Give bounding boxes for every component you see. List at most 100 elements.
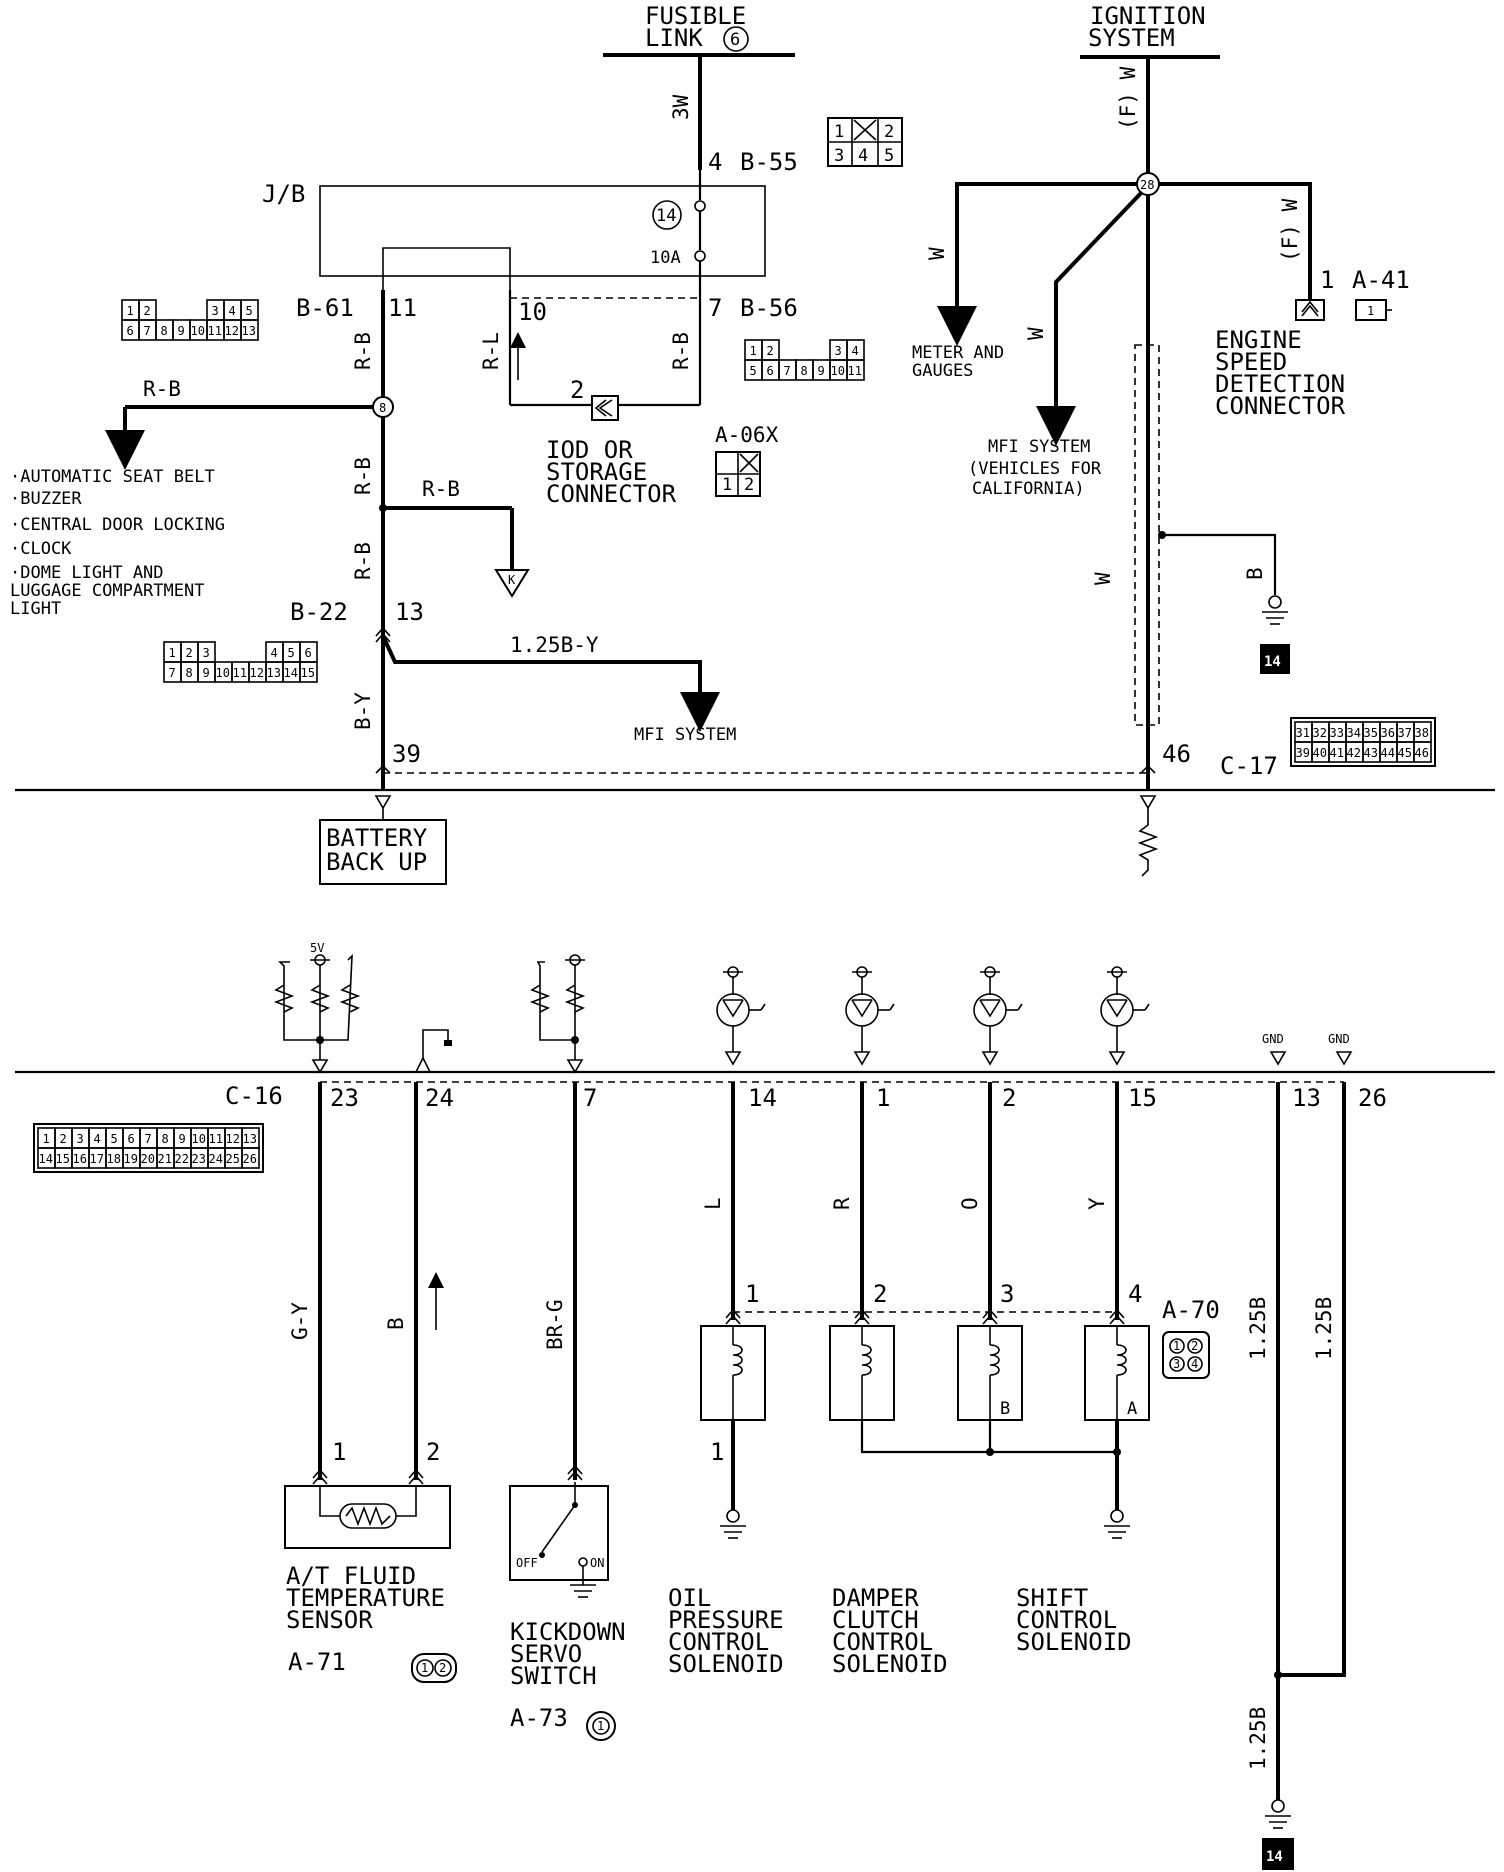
svg-text:1: 1 — [750, 344, 757, 358]
ground-symbol-icon — [720, 1509, 746, 1539]
svg-text:4: 4 — [229, 304, 236, 318]
svg-text:23: 23 — [192, 1152, 206, 1166]
fusible-link-label: FUSIBLE LINK 6 — [603, 2, 795, 57]
svg-text:2: 2 — [744, 475, 754, 495]
wire-label-3w: 3W — [669, 94, 693, 120]
svg-text:7: 7 — [784, 364, 791, 378]
pin-c16-13: 13 — [1292, 1084, 1321, 1112]
svg-text:STORAGE: STORAGE — [546, 458, 647, 486]
pin-a71-2: 2 — [426, 1438, 440, 1466]
svg-text:5: 5 — [246, 304, 253, 318]
svg-text:SENSOR: SENSOR — [286, 1606, 373, 1634]
svg-text:32: 32 — [1313, 726, 1327, 740]
svg-text:34: 34 — [1347, 726, 1361, 740]
meter-gauges-label: METER AND GAUGES — [912, 343, 1004, 381]
svg-text:ENGINE: ENGINE — [1215, 326, 1302, 354]
ground-symbol-icon — [1265, 1799, 1291, 1829]
svg-text:2: 2 — [60, 1132, 67, 1146]
svg-text:FUSIBLE: FUSIBLE — [645, 2, 746, 30]
pin-c17-46: 46 — [1162, 740, 1191, 768]
connector-a41-face: 1 — [1355, 299, 1392, 321]
svg-text:11: 11 — [848, 364, 862, 378]
svg-text:13: 13 — [242, 324, 256, 338]
svg-text:·AUTOMATIC SEAT BELT: ·AUTOMATIC SEAT BELT — [10, 467, 215, 487]
svg-text:46: 46 — [1415, 746, 1429, 760]
svg-text:9: 9 — [178, 324, 185, 338]
pin-a70-2: 2 — [873, 1280, 887, 1308]
mfi-california-label: MFI SYSTEM (VEHICLES FOR CALIFORNIA) — [968, 437, 1102, 499]
svg-text:31: 31 — [1296, 726, 1310, 740]
connector-a41-label: A-41 — [1352, 266, 1410, 294]
pin-a41-1: 1 — [1320, 266, 1334, 294]
svg-text:1: 1 — [421, 1661, 428, 1675]
wire-label-125by: 1.25B-Y — [510, 633, 599, 657]
wire-label-rl: R-L — [479, 332, 503, 370]
svg-text:KICKDOWN: KICKDOWN — [510, 1618, 626, 1646]
svg-text:10: 10 — [191, 324, 205, 338]
connector-b22-label: B-22 — [290, 598, 348, 626]
svg-text:1: 1 — [127, 304, 134, 318]
svg-text:5: 5 — [288, 646, 295, 660]
svg-text:14: 14 — [1266, 1849, 1283, 1865]
solenoid-coil-icon: A — [1084, 1308, 1150, 1421]
svg-text:1: 1 — [1173, 1339, 1180, 1353]
fuse-rating: 10A — [650, 248, 681, 268]
connector-a70-face: 1 2 3 4 — [1162, 1331, 1210, 1379]
pin-iod-2: 2 — [570, 376, 584, 404]
wire-label-125b-13: 1.25B — [1246, 1297, 1270, 1360]
gnd-label-26: GND — [1328, 1032, 1353, 1066]
connector-a71-face: 1 2 — [411, 1653, 457, 1683]
svg-text:CLUTCH: CLUTCH — [832, 1606, 919, 1634]
svg-text:1: 1 — [43, 1132, 50, 1146]
ground-symbol-icon — [1262, 595, 1288, 625]
connector-a71-label: A-71 — [288, 1648, 346, 1676]
wire-label-w-shield: W — [1091, 572, 1115, 585]
pin-c16-26: 26 — [1358, 1084, 1387, 1112]
driver-transistor-icon — [1100, 966, 1150, 1066]
svg-text:4: 4 — [852, 344, 859, 358]
pin-b56-7: 7 — [708, 294, 722, 322]
wire-w-meter — [955, 182, 1137, 320]
connector-b55-face: 1 2 3 4 5 — [827, 117, 903, 167]
wire-label-b-shield: B — [1243, 567, 1267, 580]
ground-k-icon — [494, 569, 530, 598]
pin-c16-24: 24 — [425, 1084, 454, 1112]
ground-symbol-icon — [1104, 1509, 1130, 1539]
battery-label-1: BATTERY — [326, 824, 428, 852]
engine-speed-connector-label: ENGINE SPEED DETECTION CONNECTOR — [1215, 326, 1346, 420]
svg-text:42: 42 — [1347, 746, 1361, 760]
fusible-link-number-icon — [723, 26, 749, 52]
junction-block — [319, 185, 766, 277]
wire-label-fw-a41: (F) W — [1278, 198, 1302, 262]
svg-text:4: 4 — [1191, 1357, 1198, 1371]
svg-text:LUGGAGE COMPARTMENT: LUGGAGE COMPARTMENT — [10, 581, 204, 601]
svg-text:25: 25 — [226, 1152, 240, 1166]
pin-c16-2: 2 — [1002, 1084, 1016, 1112]
solenoid-coil-icon — [700, 1308, 766, 1421]
pin-c17-39: 39 — [392, 740, 421, 768]
wire-label-l: L — [701, 1197, 725, 1210]
connector-a73-face: 1 — [586, 1711, 616, 1741]
svg-text:2: 2 — [186, 646, 193, 660]
svg-text:9: 9 — [179, 1132, 186, 1146]
svg-text:6: 6 — [305, 646, 312, 660]
svg-text:1: 1 — [169, 646, 176, 660]
connector-a06x-face: 1 2 — [715, 451, 761, 497]
svg-text:SWITCH: SWITCH — [510, 1662, 597, 1690]
svg-text:GND: GND — [1328, 1032, 1350, 1046]
svg-text:33: 33 — [1330, 726, 1344, 740]
wire-label-rb-1: R-B — [351, 332, 375, 370]
pin-b56-10: 10 — [518, 298, 547, 326]
at-fluid-internal-circuit: 5V — [273, 941, 361, 1060]
svg-text:·DOME LIGHT AND: ·DOME LIGHT AND — [10, 563, 164, 583]
svg-text:12: 12 — [225, 324, 239, 338]
ecu-ground-internal — [422, 1029, 449, 1058]
svg-text:1: 1 — [834, 122, 844, 142]
svg-text:IOD OR: IOD OR — [546, 436, 633, 464]
wire-label-r: R — [830, 1197, 854, 1210]
wire-label-o: O — [958, 1197, 982, 1210]
svg-text:8: 8 — [161, 324, 168, 338]
